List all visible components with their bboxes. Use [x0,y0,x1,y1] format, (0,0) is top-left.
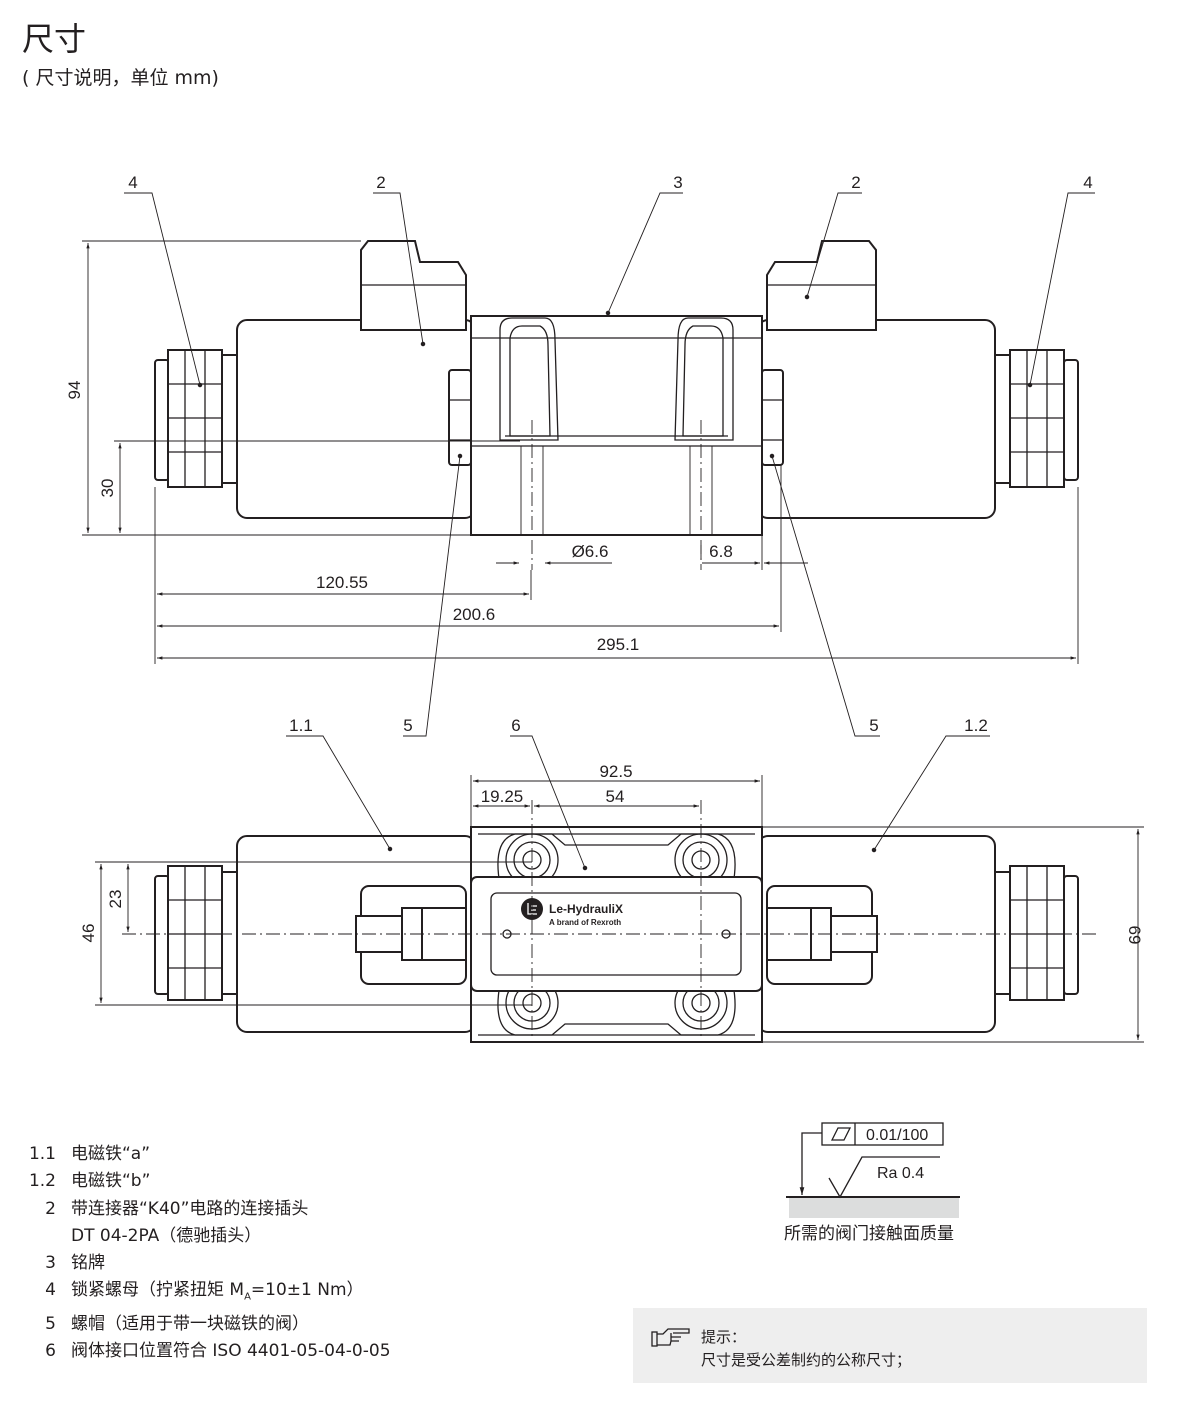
dim-hole-diameter: Ø6.6 [572,542,609,561]
top-view: 94 30 120.55 200.6 295.1 Ø6.6 6.8 [65,173,1095,737]
bottom-view: Le-HydrauliX A brand of Rexroth [79,716,1144,1043]
flatness-frame [821,1122,944,1146]
dim-46: 46 [79,924,98,943]
brand-tagline: A brand of Rexroth [549,918,621,927]
note-box: 提示： 尺寸是受公差制约的公称尺寸； [633,1308,1147,1383]
dim-92-5: 92.5 [599,762,632,781]
surface-spec: 0.01/100 Ra 0.4 [786,1122,960,1218]
legend-text: 电磁铁“b” [71,1171,151,1192]
legend-subscript: A [244,1291,251,1303]
surface-caption: 所需的阀门接触面质量 [784,1224,954,1244]
legend-text: 带连接器“K40”电路的连接插头 [71,1198,309,1219]
legend-text: DT 04-2PA（德驰插头） [71,1225,262,1246]
dim-23: 23 [106,890,125,909]
dim-6-8: 6.8 [709,542,733,561]
flatness-value: 0.01/100 [866,1127,928,1144]
legend-text-post: =10±1 Nm） [250,1280,364,1301]
callout-5-right: 5 [869,716,878,735]
callout-6: 6 [511,716,520,735]
page-subtitle: ( 尺寸说明，单位 mm) [22,67,219,89]
legend-item: DT 04-2PA（德驰插头） [22,1223,391,1250]
callout-4-left: 4 [128,173,137,192]
dim-200-6: 200.6 [453,605,496,624]
dim-69: 69 [1125,926,1144,945]
dim-19-25: 19.25 [481,787,524,806]
dim-295-1: 295.1 [597,635,640,654]
legend-text: 电磁铁“a” [71,1144,151,1164]
legend-item: 3 铭牌 [22,1250,391,1277]
lock-nut-left-top [154,349,238,488]
legend-num: 1.2 [28,1171,56,1192]
roughness-value: Ra 0.4 [877,1165,924,1182]
dim-30: 30 [98,479,117,498]
legend-item: 2 带连接器“K40”电路的连接插头 [22,1196,391,1223]
valve-body-top [470,315,763,536]
lock-nut-right-top [994,349,1079,488]
callout-2-right: 2 [851,173,860,192]
legend-num: 6 [45,1341,56,1362]
connector-plug-b-side [766,885,878,985]
legend-num: 3 [45,1253,56,1274]
lock-nut-left [154,865,238,1001]
callout-1-2: 1.2 [964,716,988,735]
page-title: 尺寸 [22,20,87,58]
legend-num: 4 [45,1280,56,1301]
legend-item: 1.1 电磁铁“a” [22,1141,391,1168]
connector-plug-a-side [355,885,467,985]
callout-5-left: 5 [403,716,412,735]
legend-num: 5 [45,1314,56,1335]
dim-94: 94 [65,381,84,400]
legend-num: 1.1 [28,1144,56,1164]
callout-2-left: 2 [376,173,385,192]
legend-item: 5 螺帽（适用于带一块磁铁的阀） [22,1311,391,1338]
dim-54: 54 [606,787,625,806]
parts-legend: 1.1 电磁铁“a” 1.2 电磁铁“b” 2 带连接器“K40”电路的连接插头 DT… [22,1141,391,1366]
dim-120-55: 120.55 [316,573,368,592]
screw-cap-right [761,369,784,466]
callout-1-1: 1.1 [289,716,313,735]
legend-text: 铭牌 [71,1253,105,1274]
legend-item: 4 锁紧螺母（拧紧扭矩 MA=10±1 Nm） [22,1277,391,1311]
roughness-symbol-icon [828,1156,940,1199]
note-label: 提示： [701,1328,747,1346]
lock-nut-right [994,865,1079,1001]
legend-text: 螺帽（适用于带一块磁铁的阀） [71,1314,309,1335]
legend-num: 2 [45,1198,56,1219]
legend-text: 锁紧螺母（拧紧扭矩 MA=10±1 Nm） [71,1277,364,1311]
legend-item: 6 阀体接口位置符合 ISO 4401-05-04-0-05 [22,1338,391,1365]
solenoid-b-top [757,319,996,519]
callout-4-right: 4 [1083,173,1092,192]
legend-item: 1.2 电磁铁“b” [22,1168,391,1195]
brand-name: Le-HydrauliX [549,902,623,916]
callout-3: 3 [673,173,682,192]
note-text: 尺寸是受公差制约的公称尺寸； [701,1351,912,1369]
legend-text-pre: 锁紧螺母（拧紧扭矩 M [71,1280,245,1301]
screw-cap-left [448,369,472,466]
legend-num [22,1223,71,1250]
pointing-hand-icon [651,1328,690,1347]
flatness-symbol-icon [830,1127,852,1141]
solenoid-a-top [236,319,476,519]
legend-text: 阀体接口位置符合 ISO 4401-05-04-0-05 [71,1341,391,1362]
